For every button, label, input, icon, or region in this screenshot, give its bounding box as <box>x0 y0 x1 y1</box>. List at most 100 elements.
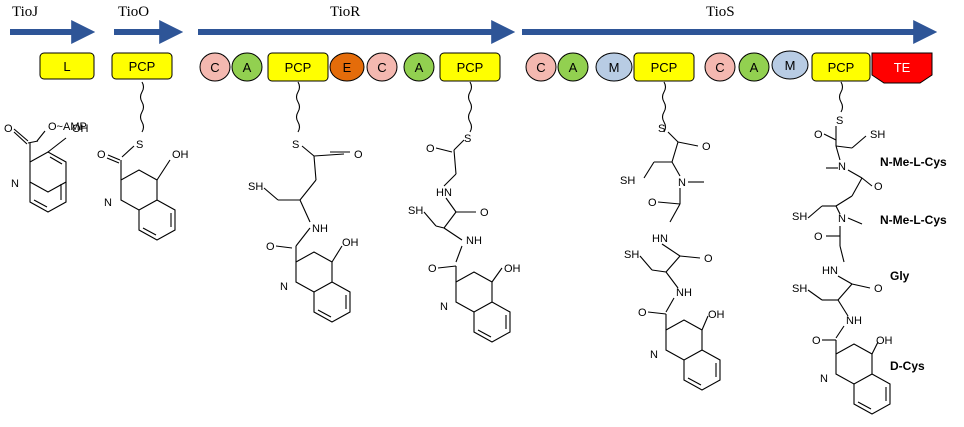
s-text: S <box>464 133 471 145</box>
sh-text: SH <box>248 181 263 193</box>
tios-label: TioS <box>706 4 735 20</box>
oh-text: OH <box>172 149 189 161</box>
domain-c-label: C <box>715 60 724 75</box>
domain-row: L PCP C A PCP E C A PCP C A M PCP C A M <box>39 50 933 84</box>
oh-text: OH <box>504 263 521 275</box>
domain-a-label: A <box>569 60 578 75</box>
structure-tios-2: S O SH N O SH N O HN O SH NH O <box>792 81 893 415</box>
sh-text: SH <box>620 175 635 187</box>
s-text: S <box>658 123 665 135</box>
n-text: N <box>650 349 658 361</box>
hn-text: HN <box>822 265 838 277</box>
domain-l <box>39 52 95 80</box>
tioj-label: TioJ <box>12 4 38 20</box>
o-text: O <box>874 181 883 193</box>
o-text: O <box>266 241 275 253</box>
o-text: O <box>354 149 363 161</box>
o-text: O <box>704 253 713 265</box>
sh-text: SH <box>870 129 885 141</box>
domain-m <box>771 50 809 80</box>
domain-e-label: E <box>343 60 352 75</box>
structure-tioj: O~AMP O OH N <box>4 121 89 213</box>
residue-label: N-Me-L-Cys <box>880 155 947 169</box>
domain-pcp-label: PCP <box>651 60 678 75</box>
domain-l-label: L <box>63 59 70 74</box>
sh-text: SH <box>408 205 423 217</box>
residue-label: Gly <box>890 269 910 283</box>
domain-c-label: C <box>377 60 386 75</box>
hn-text: HN <box>652 233 668 245</box>
hn-text: HN <box>436 187 452 199</box>
o-text: O <box>428 263 437 275</box>
domain-c <box>366 52 398 82</box>
domain-a-label: A <box>243 60 252 75</box>
nh-text: NH <box>466 235 482 247</box>
o-text: O <box>480 207 489 219</box>
n-text: N <box>104 197 112 209</box>
s-text: S <box>136 139 143 151</box>
domain-pcp-tioo-label: PCP <box>129 59 156 74</box>
n-text: N <box>280 281 288 293</box>
o-text: O <box>97 149 106 161</box>
domain-pcp <box>811 52 871 82</box>
domain-c <box>704 52 736 82</box>
n-text: N <box>440 301 448 313</box>
o-text: O <box>702 141 711 153</box>
domain-pcp <box>633 52 695 82</box>
o-text: O <box>4 123 13 135</box>
o-text: O <box>814 129 823 141</box>
domain-te-label: TE <box>894 60 911 75</box>
domain-a <box>738 52 770 82</box>
s-text: S <box>836 115 843 127</box>
n-text: N <box>820 373 828 385</box>
sh-text: SH <box>792 283 807 295</box>
domain-a-label: A <box>415 60 424 75</box>
domain-m <box>595 52 633 82</box>
n-text: N <box>838 161 846 173</box>
structure-tioo: S O OH N <box>97 81 189 241</box>
s-text: S <box>292 139 299 151</box>
o-text: O <box>812 335 821 347</box>
sh-text: SH <box>624 249 639 261</box>
o-text: O <box>648 197 657 209</box>
n-text: N <box>11 178 19 190</box>
domain-m-label: M <box>785 58 796 73</box>
structure-tios-1: S O SH N O HN O SH NH O OH N <box>620 81 725 391</box>
domain-pcp-label: PCP <box>457 60 484 75</box>
oh-text: OH <box>708 309 725 321</box>
domain-pcp-label: PCP <box>285 60 312 75</box>
domain-c <box>525 52 557 82</box>
residue-label: D-Cys <box>890 359 925 373</box>
n-text: N <box>678 177 686 189</box>
domain-a <box>557 52 589 82</box>
domain-e <box>329 52 365 82</box>
domain-pcp-tioo <box>111 52 173 80</box>
nh-text: NH <box>846 315 862 327</box>
residue-label: N-Me-L-Cys <box>880 213 947 227</box>
domain-c-label: C <box>536 60 545 75</box>
oh-text: OH <box>342 237 359 249</box>
nh-text: NH <box>312 223 328 235</box>
o-text: O <box>638 307 647 319</box>
oh-text: OH <box>876 335 893 347</box>
oh-text: OH <box>72 123 89 135</box>
domain-a-label: A <box>750 60 759 75</box>
o-text: O <box>874 283 883 295</box>
o-amp-text: O~AMP <box>48 121 87 133</box>
domain-a <box>231 52 263 82</box>
sh-text: SH <box>792 211 807 223</box>
domain-pcp <box>439 52 501 82</box>
structure-tior-1: S O SH NH O OH N <box>248 81 363 323</box>
structure-tior-2: S O HN O SH NH O OH N <box>408 81 521 343</box>
n-text: N <box>838 213 846 225</box>
o-text: O <box>426 143 435 155</box>
domain-a <box>403 52 435 82</box>
tior-label: TioR <box>330 4 360 20</box>
domain-pcp <box>267 52 329 82</box>
domain-c-label: C <box>210 60 219 75</box>
domain-c <box>199 52 231 82</box>
domain-te <box>871 52 933 84</box>
tioo-label: TioO <box>118 4 149 20</box>
